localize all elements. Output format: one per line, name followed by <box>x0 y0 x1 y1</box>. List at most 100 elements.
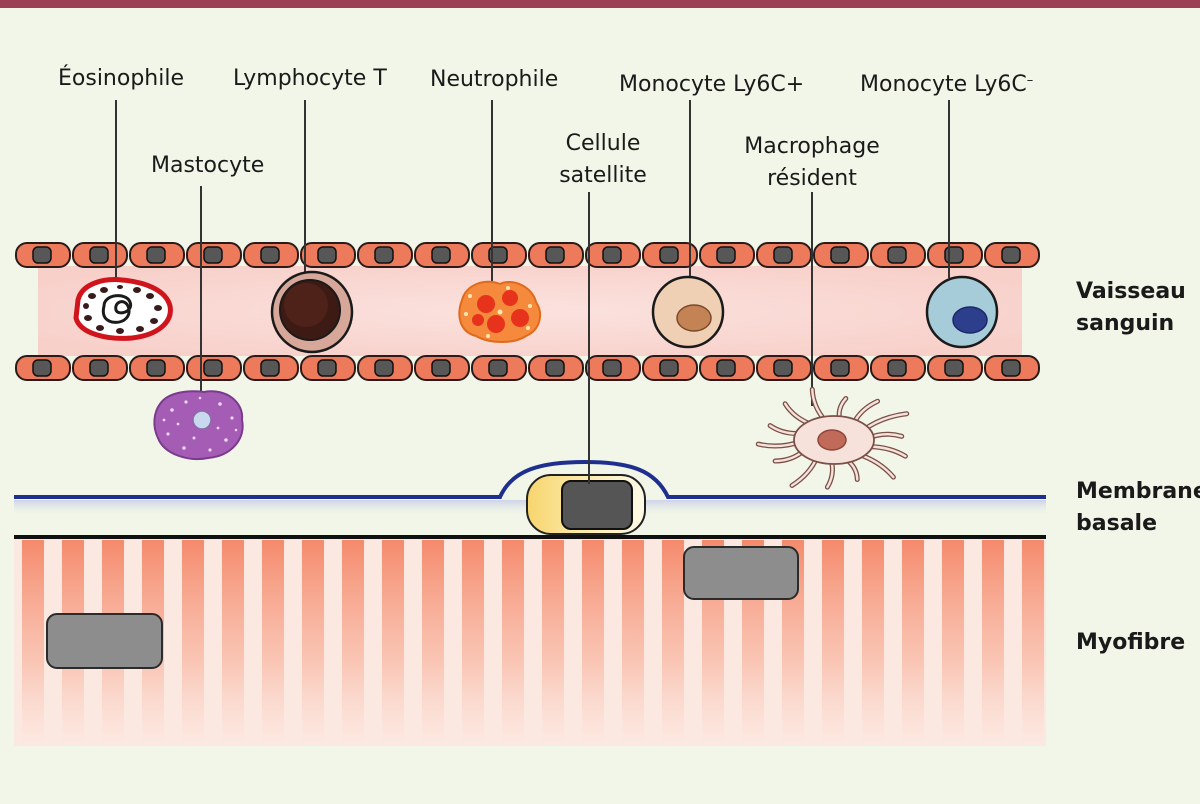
striation-band <box>222 540 244 746</box>
neutrophil-granules <box>464 286 532 338</box>
endothelial-cell <box>300 355 356 381</box>
endothelial-cell <box>471 355 527 381</box>
label-vessel-line1: Vaisseau <box>1076 279 1186 304</box>
endothelial-nucleus <box>944 246 964 264</box>
endothelial-cell <box>414 242 470 268</box>
endothelial-cell <box>927 355 983 381</box>
neutrophil-cell <box>458 280 542 343</box>
label-monocyte-ly6c-positive: Monocyte Ly6C+ <box>619 72 805 97</box>
endothelial-nucleus <box>374 359 394 377</box>
endothelial-nucleus <box>944 359 964 377</box>
endothelial-nucleus <box>716 246 736 264</box>
myofibre <box>14 535 1046 746</box>
label-lymphocyte-t: Lymphocyte T <box>233 66 387 91</box>
label-satellite-line1: Cellule <box>565 131 641 156</box>
leader-lines <box>115 100 950 484</box>
endothelial-cell <box>72 355 128 381</box>
endothelial-cell <box>129 355 185 381</box>
endothelial-cell <box>186 242 242 268</box>
endothelial-cell <box>15 242 71 268</box>
endothelial-nucleus <box>260 246 280 264</box>
endothelial-nucleus <box>146 359 166 377</box>
label-monocyte-ly6c-negative: Monocyte Ly6C– <box>860 69 1033 101</box>
endothelial-cell <box>699 242 755 268</box>
endothelial-cell <box>813 242 869 268</box>
striation-band <box>622 540 644 746</box>
endothelial-nucleus <box>260 359 280 377</box>
striation-band <box>22 540 44 746</box>
endothelial-nucleus <box>203 246 223 264</box>
endothelial-nucleus <box>1001 246 1021 264</box>
label-mast-cell: Mastocyte <box>151 153 265 178</box>
endothelial-nucleus <box>317 359 337 377</box>
endothelium-top <box>15 242 1040 268</box>
endothelial-cell <box>357 242 413 268</box>
striation-band <box>902 540 924 746</box>
endothelial-cell <box>528 355 584 381</box>
endothelial-nucleus <box>488 246 508 264</box>
endothelial-cell <box>129 242 185 268</box>
striation-band <box>542 540 564 746</box>
endothelial-nucleus <box>887 359 907 377</box>
striation-band <box>342 540 364 746</box>
monocyte-ly6c-negative-cell <box>925 275 999 349</box>
endothelial-cell <box>870 242 926 268</box>
endothelial-cell <box>72 242 128 268</box>
endothelial-nucleus <box>374 246 394 264</box>
label-monocyte-ly6c-negative-sup: – <box>1026 73 1034 88</box>
endothelial-cell <box>642 242 698 268</box>
endothelial-nucleus <box>659 246 679 264</box>
striation-band <box>262 540 284 746</box>
endothelial-cell <box>414 355 470 381</box>
striation-band <box>942 540 964 746</box>
endothelial-cell <box>300 242 356 268</box>
endothelial-cell <box>585 355 641 381</box>
lymphocyte-t-cell <box>270 270 354 354</box>
endothelial-cell <box>756 242 812 268</box>
endothelial-nucleus <box>659 359 679 377</box>
striation-band <box>822 540 844 746</box>
endothelial-nucleus <box>773 359 793 377</box>
macrophage-dendrite <box>855 451 896 480</box>
resident-macrophage-cell <box>755 386 910 490</box>
endothelial-cell <box>243 242 299 268</box>
endothelial-cell <box>642 355 698 381</box>
monocyte-ly6c-positive-cell <box>651 275 725 349</box>
striation-band <box>502 540 524 746</box>
mast-cell-granules <box>162 396 238 452</box>
eosinophil-cell <box>73 277 173 341</box>
endothelial-nucleus <box>89 246 109 264</box>
mast-cell <box>153 390 244 460</box>
endothelial-nucleus <box>830 246 850 264</box>
label-myofibre: Myofibre <box>1076 630 1186 655</box>
endothelial-nucleus <box>887 246 907 264</box>
striation-band <box>982 540 1004 746</box>
label-satellite-line2: satellite <box>559 163 647 188</box>
eosinophil-granules <box>83 285 162 334</box>
endothelial-nucleus <box>32 359 52 377</box>
endothelial-cell <box>585 242 641 268</box>
myofibre-nucleus <box>46 613 163 669</box>
endothelial-nucleus <box>203 359 223 377</box>
macrophage-dendrite <box>789 454 820 488</box>
endothelial-cell <box>984 242 1040 268</box>
endothelial-cell <box>984 355 1040 381</box>
macrophage-dendrite <box>860 411 910 433</box>
endothelial-nucleus <box>488 359 508 377</box>
endothelial-cell <box>528 242 584 268</box>
endothelial-nucleus <box>545 246 565 264</box>
endothelial-cell <box>186 355 242 381</box>
label-macrophage-line1: Macrophage <box>744 134 880 159</box>
endothelial-nucleus <box>146 246 166 264</box>
label-membrane-line2: basale <box>1076 511 1157 536</box>
striation-band <box>662 540 684 746</box>
endothelial-nucleus <box>716 359 736 377</box>
endothelium-bottom <box>15 355 1040 381</box>
endothelial-nucleus <box>431 246 451 264</box>
endothelial-nucleus <box>32 246 52 264</box>
striation-band <box>862 540 884 746</box>
myofibre-nucleus <box>683 546 799 600</box>
endothelial-nucleus <box>602 246 622 264</box>
label-eosinophil: Éosinophile <box>58 66 185 91</box>
endothelial-nucleus <box>1001 359 1021 377</box>
